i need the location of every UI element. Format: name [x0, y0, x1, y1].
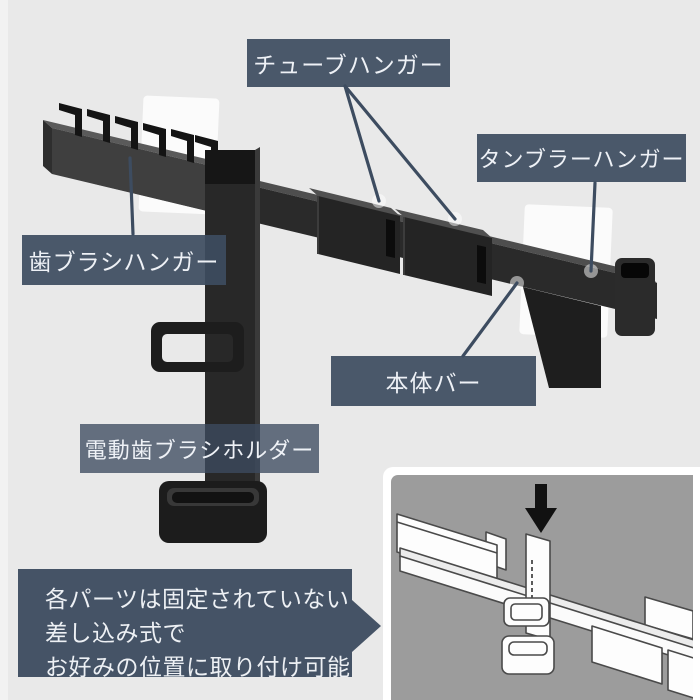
label-main-bar: 本体バー	[331, 356, 536, 406]
label-tube-hanger-text: チューブハンガー	[253, 52, 444, 78]
callout-line-1: 各パーツは固定されていない	[45, 586, 350, 612]
label-electric-holder: 電動歯ブラシホルダー	[80, 424, 319, 473]
down-arrow-icon	[525, 484, 557, 533]
left-edge-strip	[0, 0, 8, 700]
toothbrush-hanger-part	[43, 103, 232, 217]
tumbler-hanger-part	[523, 258, 655, 388]
inset-panel	[391, 475, 693, 700]
label-electric-holder-text: 電動歯ブラシホルダー	[84, 437, 315, 463]
callout-line-3: お好みの位置に取り付け可能	[45, 654, 351, 680]
label-toothbrush-hanger-text: 歯ブラシハンガー	[28, 249, 220, 275]
label-tumbler-hanger-text: タンブラーハンガー	[478, 147, 685, 172]
callout-pointer	[352, 600, 381, 652]
tube-hanger-clip-1	[309, 188, 400, 274]
leader-lines	[128, 84, 598, 358]
insertion-diagram	[396, 484, 693, 699]
callout-note: 各パーツは固定されていない 差し込み式で お好みの位置に取り付け可能	[18, 569, 352, 680]
label-tumbler-hanger: タンブラーハンガー	[477, 134, 686, 182]
holder-cup	[159, 481, 267, 543]
tube-hanger-clip-2	[395, 209, 492, 296]
diagram-inserted-holder	[501, 533, 555, 675]
label-tube-hanger: チューブハンガー	[247, 39, 450, 87]
label-main-bar-text: 本体バー	[385, 370, 482, 396]
label-toothbrush-hanger: 歯ブラシハンガー	[22, 235, 226, 285]
holder-ring	[151, 322, 244, 372]
callout-line-2: 差し込み式で	[45, 620, 186, 646]
